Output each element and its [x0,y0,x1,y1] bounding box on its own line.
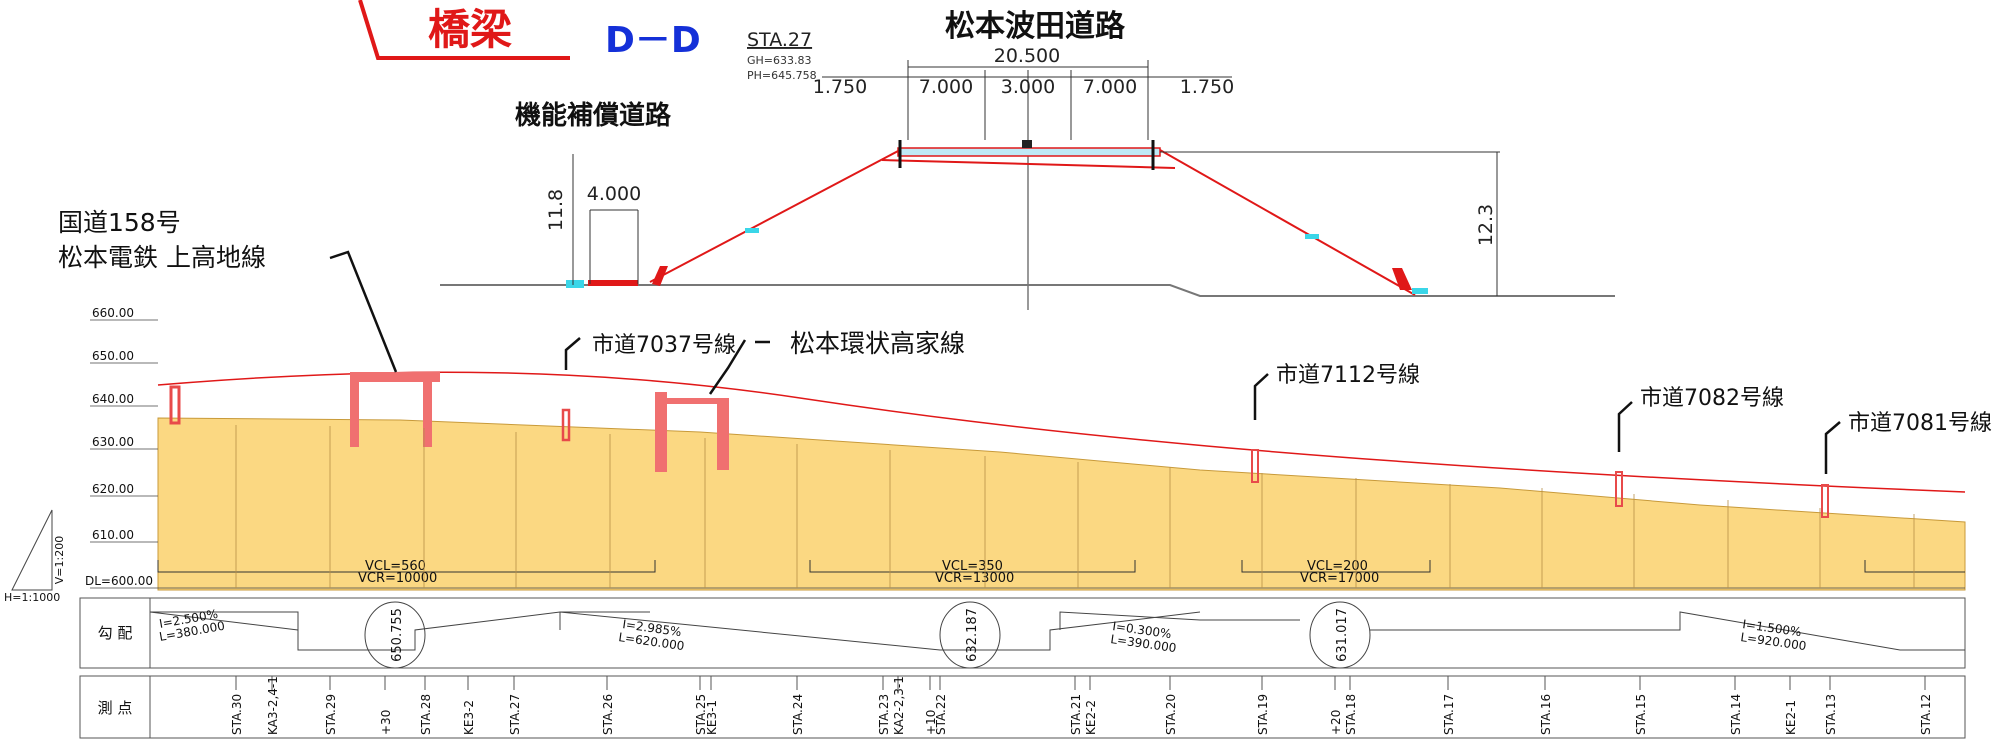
station-label: STA.25 [694,694,708,735]
dim-right-shoulder: 1.750 [1180,76,1234,98]
dim-left-lane: 7.000 [919,76,973,98]
station-label: STA.12 [1919,694,1933,735]
vcl-3: VCL=200 [1307,559,1368,574]
scale-vertical: V=1:200 [53,536,66,584]
station-label: KA3-2,4-1 [266,676,280,735]
structure-box-4 [1615,471,1623,507]
callout-city7081: 市道7081号線 [1848,411,1992,436]
bridge-label: 橋梁 [428,5,512,54]
callout-kanjo: 松本環状高家線 [790,329,965,358]
structure-box-3 [1251,449,1259,483]
pvi-2: 632.187 [965,608,980,662]
section-small-width: 4.000 [587,183,641,205]
grade-row-label: 勾 配 [98,624,133,642]
station-label: KA2-2,3-1 [892,676,906,735]
station-label: STA.23 [877,694,891,735]
railway-bridge-deck [350,372,440,382]
station-label: STA.13 [1824,694,1838,735]
dim-right-lane: 7.000 [1083,76,1137,98]
elev-630: 630.00 [92,435,134,449]
station-label: KE3-2 [462,700,476,735]
station-label: STA.27 [508,694,522,735]
scale-horizontal: H=1:1000 [4,591,60,604]
station-label: +20 [1329,710,1343,735]
station-row-label: 測 点 [98,699,133,717]
callouts: 国道158号 松本電鉄 上高地線 市道7037号線 松本環状高家線 市道7112… [58,208,1992,474]
vcl-1: VCL=560 [365,559,426,574]
kanjo-bridge-right [717,398,729,470]
datum-label: DL=600.00 [85,574,153,588]
elev-650: 650.00 [92,349,134,363]
pvi-3: 631.017 [1335,608,1350,662]
section-right-height: 12.3 [1475,204,1497,246]
station-label: +10 [924,710,938,735]
station-row: 測 点 STA.30 KA3-2,4-1 STA.29 +30 STA.28 KE3-2 S… [79,675,1966,739]
station-label: +30 [379,710,393,735]
structure-box-2 [561,408,571,442]
cross-section: STA.27 GH=633.83 PH=645.758 松本波田道路 機能補償道… [440,9,1615,310]
station-label: STA.29 [324,694,338,735]
section-total-width: 20.500 [994,45,1060,67]
station-label: STA.17 [1442,694,1456,735]
station-label: STA.22 [934,694,948,735]
vcr-1: VCR=10000 [358,571,437,586]
station-label: STA.28 [419,694,433,735]
longitudinal-profile: 660.00 650.00 640.00 630.00 620.00 610.0… [4,306,1966,604]
station-label: STA.15 [1634,694,1648,735]
station-label: STA.16 [1539,694,1553,735]
pvi-circle-2 [939,601,1001,669]
left-road-label: 機能補償道路 [515,100,672,131]
station-label: KE2-1 [1784,700,1798,735]
station-label: STA.14 [1729,694,1743,735]
pvi-circle-1 [364,601,426,669]
callout-railway: 松本電鉄 上高地線 [58,243,266,272]
bridge-bracket-line [358,0,570,60]
vcr-2: VCR=13000 [935,571,1014,586]
callout-city7112: 市道7112号線 [1276,363,1420,388]
grade-row: 勾 配 I=2.500% L=380.000 650.755 I=2.985% … [79,597,1966,669]
kanjo-bridge-left [655,392,667,472]
embankment-outline [649,149,1416,296]
station-label: KE2-2 [1084,700,1098,735]
pvi-1: 650.755 [390,608,405,662]
station-label: STA.19 [1256,694,1270,735]
dim-left-shoulder: 1.750 [813,76,867,98]
ground-line [440,284,1615,297]
section-label: D－D [605,20,701,61]
elev-640: 640.00 [92,392,134,406]
elev-620: 620.00 [92,482,134,496]
callout-city7082: 市道7082号線 [1640,386,1784,411]
callout-route158: 国道158号 [58,208,181,237]
section-left-height: 11.8 [545,189,567,231]
pavement [897,147,1161,157]
vcl-2: VCL=350 [942,559,1003,574]
top-header: 橋梁 D－D [358,0,701,61]
station-label: STA.30 [230,694,244,735]
pvi-circle-3 [1309,601,1371,669]
station-label: STA.21 [1069,694,1083,735]
vcr-3: VCR=17000 [1300,571,1379,586]
station-label: STA.18 [1344,694,1358,735]
station-label: STA.20 [1164,694,1178,735]
structure-box-1 [169,385,181,425]
station-label: STA.26 [601,694,615,735]
elev-610: 610.00 [92,528,134,542]
section-station: STA.27 [747,29,812,51]
section-gh: GH=633.83 [747,54,812,67]
dim-median: 3.000 [1001,76,1055,98]
section-ph: PH=645.758 [747,69,817,82]
section-title: 松本波田道路 [945,9,1126,44]
station-label: KE3-1 [705,700,719,735]
callout-city7037: 市道7037号線 [592,333,736,358]
structure-box-5 [1821,484,1829,518]
elev-660: 660.00 [92,306,134,320]
left-small-road [588,280,638,286]
station-label: STA.24 [791,694,805,735]
scale-triangle [11,509,53,591]
